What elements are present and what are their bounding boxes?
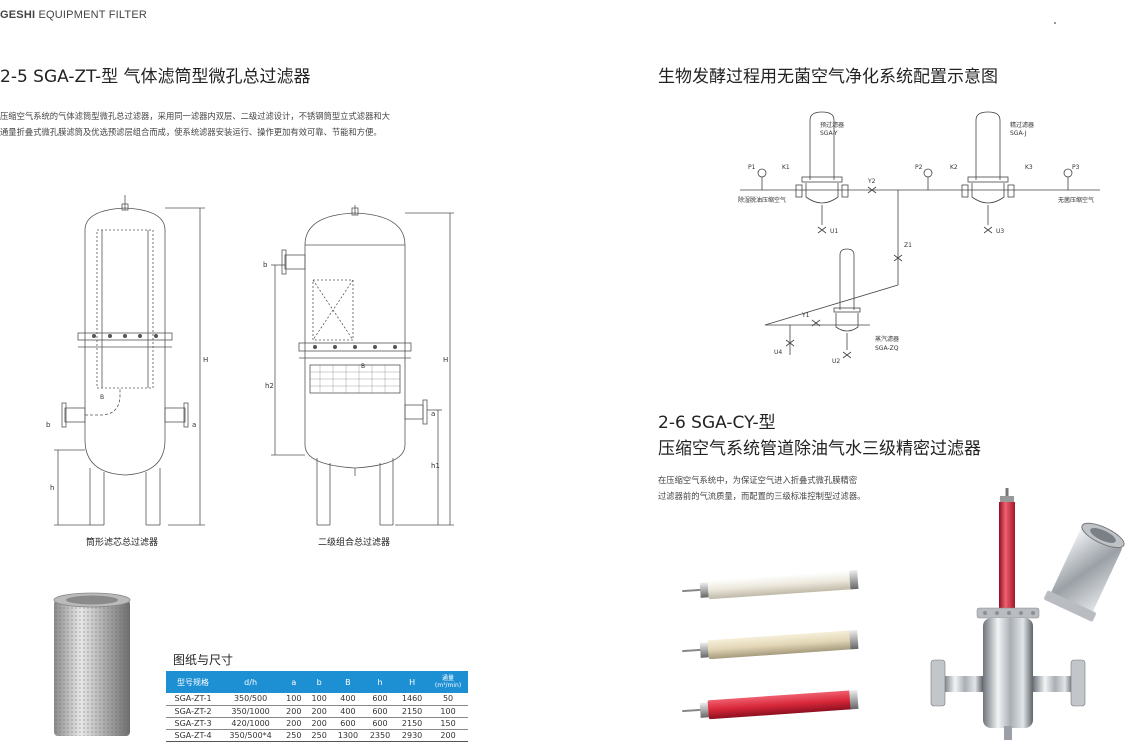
description-line: 过滤器前的气流质量，而配置的三级标准控制型过滤器。 [658, 491, 866, 501]
drawing-two-stage-filter: H h1 h2 b a B [263, 205, 454, 526]
label-u2: U2 [832, 358, 840, 365]
label-outlet: 无菌压缩空气 [1058, 196, 1094, 204]
description-line: 在压缩空气系统中，为保证空气进入折叠式微孔膜精密 [658, 475, 858, 485]
dim-label-a: a [192, 421, 196, 429]
photo-stainless-housing [930, 488, 1125, 740]
col-header-flow: 通量(m³/min) [428, 671, 468, 693]
drawing-cartridge-filter: H h b a B [46, 195, 208, 526]
photo-cartridges [682, 569, 859, 720]
drawing2-caption: 二级组合总过滤器 [318, 538, 391, 548]
diagram-title: 生物发酵过程用无菌空气净化系统配置示意图 [658, 67, 998, 87]
section-description-sga-zt: 压缩空气系统的气体滤筒型微孔总过滤器，采用同一滤器内双层、二级过滤设计，不锈钢筒… [0, 108, 480, 140]
label-prefilter-name: 预过滤器 [820, 121, 844, 129]
label-z1: Z1 [904, 242, 912, 249]
label-steam-filter-model: SGA-ZQ [875, 345, 899, 352]
section-title-sga-cy-line2: 压缩空气系统管道除油气水三级精密过滤器 [658, 439, 981, 459]
table-title: 图纸与尺寸 [173, 653, 234, 667]
description-line: 压缩空气系统的气体滤筒型微孔总过滤器，采用同一滤器内双层、二级过滤设计，不锈钢筒… [0, 111, 390, 121]
label-finefilter-model: SGA-J [1010, 130, 1027, 137]
drawing1-caption: 筒形滤芯总过滤器 [86, 538, 159, 548]
section-title-sga-cy-line1: 2-6 SGA-CY-型 [658, 413, 776, 433]
label-k3: K3 [1025, 164, 1033, 171]
label-finefilter-name: 精过滤器 [1010, 121, 1034, 129]
col-header-a: a [281, 671, 307, 693]
dim-label-a: a [431, 410, 435, 418]
col-header-dh: d/h [220, 671, 282, 693]
dim-label-h2: h2 [265, 382, 274, 390]
decorative-dot [1054, 22, 1056, 24]
label-y1: Y1 [801, 312, 810, 319]
label-u4: U4 [774, 349, 782, 356]
label-u1: U1 [830, 228, 838, 235]
description-line: 通量折叠式微孔膜滤筒及优选预滤层组合而成，使系统滤器安装运行、操作更加有效可靠、… [0, 127, 382, 137]
col-header-h: h [363, 671, 397, 693]
dim-label-b: b [263, 261, 268, 269]
label-inlet: 除湿脱油压缩空气 [738, 196, 786, 204]
dim-label-h1: h1 [431, 462, 440, 470]
dim-label-h: h [50, 484, 54, 492]
dim-label-B: B [100, 394, 104, 401]
label-k2: K2 [950, 164, 958, 171]
col-header-b: b [306, 671, 332, 693]
col-header-B: B [331, 671, 364, 693]
label-p3: P3 [1072, 164, 1080, 171]
label-u3: U3 [996, 228, 1004, 235]
label-steam-filter-name: 蒸汽滤器 [875, 335, 899, 343]
col-header-H: H [396, 671, 429, 693]
section-description-sga-cy: 在压缩空气系统中，为保证空气进入折叠式微孔膜精密 过滤器前的气流质量，而配置的三… [658, 472, 958, 504]
table-header-row: 型号规格 d/h a b B h H 通量(m³/min) [166, 671, 468, 693]
section-title-sga-zt: 2-5 SGA-ZT-型 气体滤筒型微孔总过滤器 [0, 67, 311, 87]
process-diagram: 预过滤器 SGA-Y 精过滤器 SGA-J 除湿脱油压缩空气 无菌压缩空气 蒸汽… [738, 111, 1100, 365]
dim-label-H: H [443, 356, 448, 364]
label-p2: P2 [915, 164, 923, 171]
col-header-model: 型号规格 [166, 671, 221, 693]
dim-label-b: b [46, 421, 51, 429]
label-p1: P1 [748, 164, 756, 171]
dim-label-H: H [203, 356, 208, 364]
brand-header: GESHI EQUIPMENT FILTER [0, 9, 148, 21]
label-k1: K1 [782, 164, 790, 171]
photo-pleated-cartridge [53, 592, 131, 736]
dim-label-B: B [361, 363, 365, 370]
label-y2: Y2 [867, 178, 876, 185]
label-prefilter-model: SGA-Y [820, 130, 838, 137]
